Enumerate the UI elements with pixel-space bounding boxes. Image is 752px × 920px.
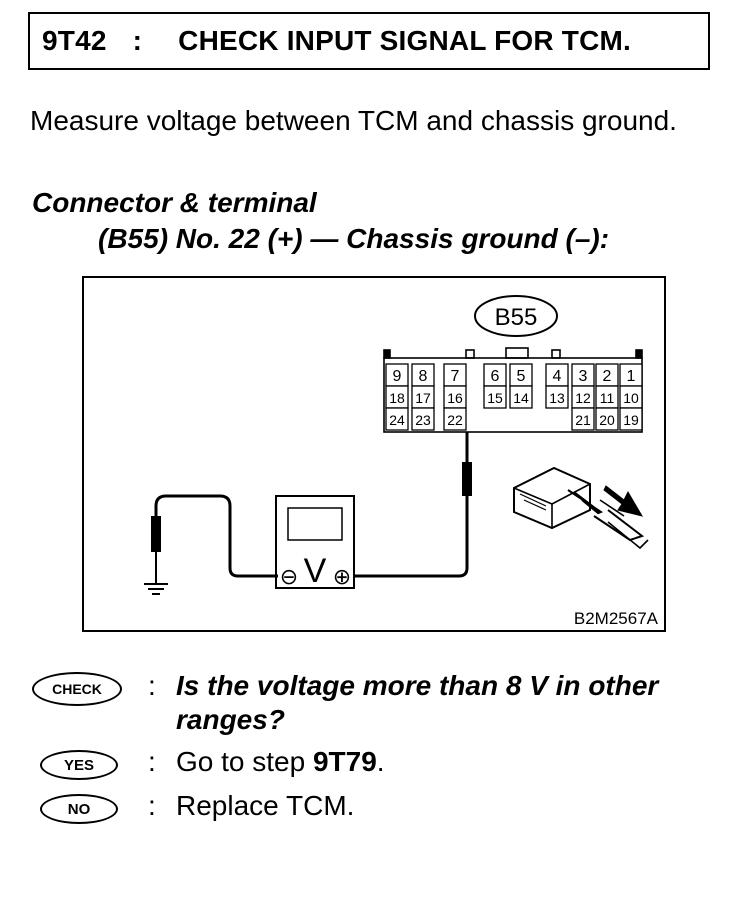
no-action: Replace TCM. [176, 790, 355, 821]
pin-23-cell [411, 407, 435, 431]
voltmeter-display [287, 507, 343, 541]
pin-7: 7 [451, 368, 460, 385]
pin-1: 1 [627, 368, 636, 385]
pin-23: 23 [415, 412, 431, 428]
yes-row: YES : Go to step 9T79. [0, 746, 752, 786]
pin-18: 18 [389, 390, 405, 406]
pin-4: 4 [553, 368, 562, 385]
pin-11: 11 [600, 390, 615, 406]
negative-probe [151, 516, 161, 552]
pin-22-cell [443, 407, 467, 431]
yes-action: Go to step 9T79. [176, 746, 385, 778]
pin-6: 6 [491, 368, 500, 385]
pin-14-cell [509, 385, 533, 409]
pin-17: 17 [415, 390, 431, 406]
check-badge: CHECK [32, 672, 122, 706]
connector-heading: Connector & terminal [32, 187, 317, 218]
no-row: NO : Replace TCM. [0, 790, 752, 830]
pin-19: 19 [623, 412, 639, 428]
pin-10: 10 [623, 390, 639, 406]
step-title: CHECK INPUT SIGNAL FOR TCM. [178, 25, 632, 56]
yes-step-link[interactable]: 9T79 [312, 746, 377, 777]
pin-15: 15 [487, 390, 503, 406]
no-badge: NO [40, 794, 118, 824]
step-code-separator: : [132, 25, 143, 56]
minus-terminal-icon: ⊖ [280, 564, 298, 589]
yes-action-suffix: . [376, 746, 385, 777]
pin-24: 24 [389, 412, 405, 428]
pin-16: 16 [447, 390, 463, 406]
pin-8: 8 [419, 368, 428, 385]
check-question-line1: Is the voltage more than 8 V in other [176, 670, 659, 701]
check-separator: : [148, 670, 156, 701]
yes-badge: YES [40, 750, 118, 780]
pin-21: 21 [575, 412, 591, 428]
pin-13-cell [545, 385, 569, 409]
no-separator: : [148, 790, 156, 821]
check-row: CHECK : Is the voltage more than 8 V in … [0, 668, 752, 735]
pin-3: 3 [579, 368, 588, 385]
step-title-box: 9T42 : CHECK INPUT SIGNAL FOR TCM. [28, 12, 710, 70]
yes-separator: : [148, 746, 156, 777]
yes-action-prefix: Go to step [176, 746, 313, 777]
pin-20: 20 [599, 412, 615, 428]
pin-19-cell [619, 407, 643, 431]
pin-9: 9 [393, 368, 402, 385]
pin-13: 13 [549, 390, 565, 406]
figure-id: B2M2567A [574, 609, 659, 628]
voltmeter: V ⊖ ⊕ [275, 495, 355, 590]
pin-20-cell [595, 407, 619, 431]
chassis-ground-icon [144, 583, 168, 595]
positive-lead [346, 496, 469, 578]
pin-22: 22 [447, 412, 463, 428]
pin-24-cell [385, 407, 409, 431]
connector-harness-icon [513, 466, 649, 550]
check-question-line2: ranges? [176, 704, 285, 735]
connector-label: B55 [495, 304, 538, 331]
negative-lead [154, 494, 278, 578]
positive-probe [462, 462, 472, 496]
step-code: 9T42 [42, 25, 107, 56]
pin-2: 2 [603, 368, 612, 385]
instruction-text: Measure voltage between TCM and chassis … [30, 105, 677, 136]
pin-5: 5 [517, 368, 526, 385]
voltmeter-symbol: V [304, 552, 327, 590]
pin-14: 14 [513, 390, 529, 406]
pin-15-cell [483, 385, 507, 409]
pin-12: 12 [575, 390, 591, 406]
plus-terminal-icon: ⊕ [333, 564, 351, 589]
pin-21-cell [571, 407, 595, 431]
connector-spec: (B55) No. 22 (+) — Chassis ground (–): [98, 223, 610, 254]
connector-label-oval [474, 295, 558, 337]
